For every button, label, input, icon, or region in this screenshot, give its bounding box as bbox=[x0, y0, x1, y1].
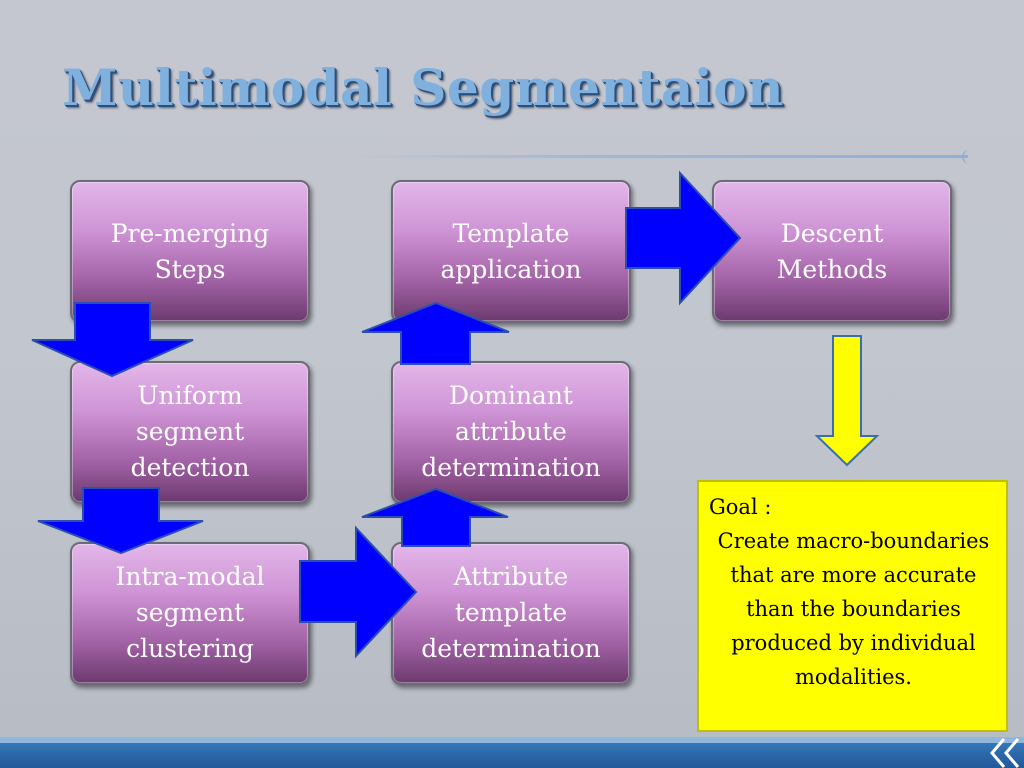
title-underline bbox=[340, 155, 968, 158]
arrow-down-2 bbox=[37, 487, 204, 555]
box-attribute-template-determination: Attribute template determination bbox=[391, 542, 631, 685]
arrow-up-2 bbox=[361, 301, 510, 365]
box-intra-modal-segment-clustering: Intra-modal segment clustering bbox=[70, 542, 310, 685]
box-dominant-attribute-determination: Dominant attribute determination bbox=[391, 361, 631, 504]
goal-text: Create macro-boundaries that are more ac… bbox=[717, 529, 990, 689]
box-descent-methods: Descent Methods bbox=[712, 180, 952, 323]
goal-label: Goal : bbox=[709, 495, 772, 519]
goal-box: Goal : Create macro-boundaries that are … bbox=[697, 480, 1008, 732]
box-uniform-segment-detection: Uniform segment detection bbox=[70, 361, 310, 504]
bottom-band bbox=[0, 737, 1024, 768]
bottom-chevron-icon bbox=[990, 738, 1020, 768]
arrow-right-1 bbox=[299, 525, 418, 659]
box-template-application: Template application bbox=[391, 180, 631, 323]
slide-title: Multimodal Segmentaion bbox=[62, 58, 784, 117]
arrow-down-1 bbox=[31, 302, 194, 378]
arrow-right-2 bbox=[625, 170, 742, 306]
title-underline-cap bbox=[962, 150, 974, 164]
arrow-down-yellow bbox=[814, 335, 880, 467]
arrow-up-1 bbox=[361, 487, 509, 547]
box-pre-merging-steps: Pre-merging Steps bbox=[70, 180, 310, 323]
